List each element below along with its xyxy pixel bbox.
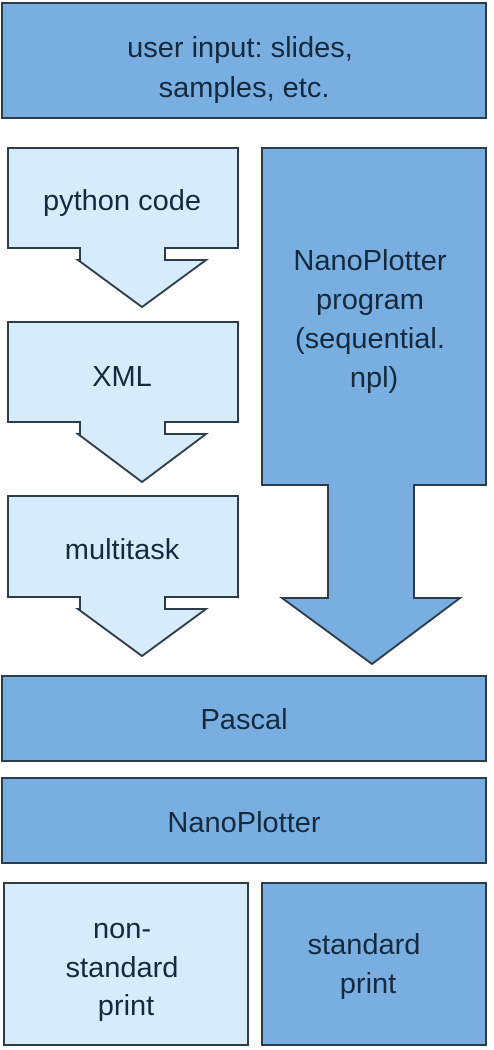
node-non-standard-print-line-1: non- [93, 913, 151, 945]
node-pascal-line-1: Pascal [200, 704, 287, 736]
node-standard-print-line-2: print [340, 968, 396, 1000]
node-pascal: Pascal [1, 675, 487, 762]
node-user-input-line-1: user input: slides, [127, 32, 353, 64]
node-multitask-label: multitask [65, 534, 180, 566]
node-non-standard-print-line-2: standard [66, 952, 179, 984]
node-standard-print-box [261, 882, 487, 1046]
node-nanoplotter-program-line-1: NanoPlotter [293, 245, 446, 277]
node-xml-shape [7, 321, 239, 484]
node-nanoplotter-program-label: NanoPlotter program (sequential. npl) [293, 245, 454, 394]
node-python-code: python code [7, 147, 239, 309]
node-user-input: user input: slides, samples, etc. [1, 2, 487, 119]
node-nanoplotter-program: NanoPlotter program (sequential. npl) [261, 147, 487, 666]
node-nanoplotter-label: NanoPlotter [167, 807, 320, 839]
node-nanoplotter-box [1, 777, 487, 864]
node-user-input-label: user input: slides, samples, etc. [127, 32, 361, 104]
node-python-code-label: python code [43, 185, 201, 217]
node-python-code-line-1: python code [43, 185, 201, 217]
node-standard-print: standard print [261, 882, 487, 1046]
node-python-code-shape [7, 147, 239, 309]
node-multitask-line-1: multitask [65, 534, 180, 566]
node-nanoplotter-program-line-2: program [316, 284, 424, 316]
node-nanoplotter-program-line-4: npl) [350, 362, 398, 394]
node-user-input-box [1, 2, 487, 119]
node-user-input-line-2: samples, etc. [159, 72, 330, 104]
node-xml: XML [7, 321, 239, 484]
node-pascal-label: Pascal [200, 704, 287, 736]
node-non-standard-print-line-3: print [98, 990, 154, 1022]
node-non-standard-print-label: non- standard print [66, 913, 187, 1022]
node-nanoplotter-program-shape [261, 147, 487, 666]
node-nanoplotter-program-line-3: (sequential. [295, 323, 445, 355]
node-non-standard-print: non- standard print [3, 882, 249, 1046]
node-multitask-shape [7, 495, 239, 658]
node-xml-label: XML [92, 361, 152, 393]
node-multitask: multitask [7, 495, 239, 658]
node-xml-line-1: XML [92, 361, 152, 393]
node-non-standard-print-box [3, 882, 249, 1046]
node-nanoplotter-line-1: NanoPlotter [167, 807, 320, 839]
node-standard-print-line-1: standard [308, 929, 421, 961]
node-nanoplotter: NanoPlotter [1, 777, 487, 864]
node-standard-print-label: standard print [308, 929, 429, 1000]
node-pascal-box [1, 675, 487, 762]
